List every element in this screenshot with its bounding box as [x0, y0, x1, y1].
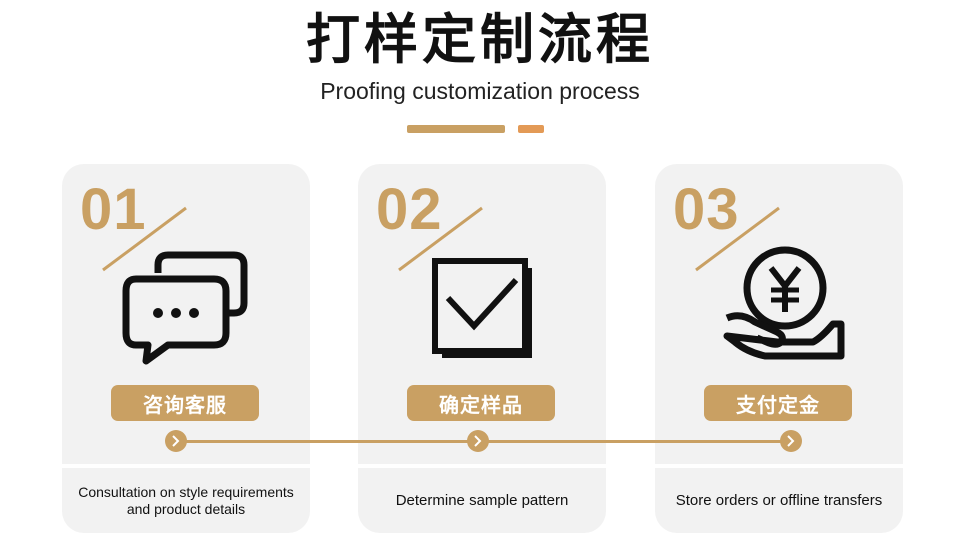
page-subtitle: Proofing customization process [320, 78, 640, 104]
step-label-badge: 确定样品 [407, 385, 555, 421]
step-description: Determine sample pattern [358, 468, 606, 533]
diagonal-slash [102, 206, 187, 272]
yen-coin-hand-icon [723, 246, 845, 360]
step-card-top: 01 咨询客服 [62, 164, 310, 464]
title-underline-long [407, 125, 505, 133]
step-label-badge: 支付定金 [704, 385, 852, 421]
page-title: 打样定制流程 [306, 8, 654, 71]
diagonal-slash [695, 206, 780, 272]
chat-bubbles-icon [122, 251, 248, 365]
diagonal-slash [398, 206, 483, 272]
step-card-1: 01 咨询客服 Consultation on style requiremen… [62, 164, 310, 533]
step-card-2: 02 确定样品 Determine sample pattern [358, 164, 606, 533]
step-number: 02 [376, 177, 443, 242]
chevron-right-icon [165, 430, 187, 452]
chevron-right-icon [467, 430, 489, 452]
step-card-top: 03 支付定金 [655, 164, 903, 464]
checkbox-check-icon [432, 258, 532, 358]
step-label-badge: 咨询客服 [111, 385, 259, 421]
step-description: Consultation on style requirements and p… [62, 468, 310, 533]
title-underline-short [518, 125, 544, 133]
step-card-top: 02 确定样品 [358, 164, 606, 464]
chevron-right-icon [780, 430, 802, 452]
step-description: Store orders or offline transfers [655, 468, 903, 533]
step-number: 01 [80, 177, 147, 242]
step-number: 03 [673, 177, 740, 242]
step-card-3: 03 支付定金 Store orders or offline transfer… [655, 164, 903, 533]
